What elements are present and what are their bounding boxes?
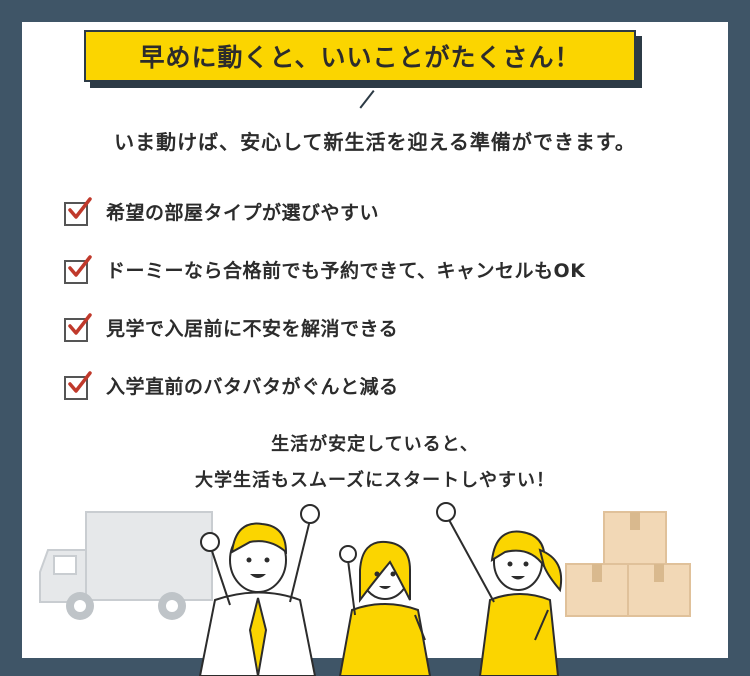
list-item: 入学直前のバタバタがぐんと減る xyxy=(64,364,589,422)
closing-line-1: 生活が安定していると、 xyxy=(271,434,479,455)
truck-icon xyxy=(39,511,213,620)
headline-banner: 早めに動くと、いいことがたくさん！ xyxy=(84,30,644,90)
boxes-icon xyxy=(565,511,691,617)
list-item-label: 希望の部屋タイプが選びやすい xyxy=(106,202,380,224)
closing-line-2: 大学生活もスムーズにスタートしやすい！ xyxy=(195,470,555,491)
checkbox-icon xyxy=(64,255,92,284)
list-item: 見学で入居前に不安を解消できる xyxy=(64,306,589,364)
student-icon xyxy=(198,504,320,676)
list-item-label: 入学直前のバタバタがぐんと減る xyxy=(106,376,399,398)
student-icon xyxy=(338,540,432,676)
banner-box: 早めに動くと、いいことがたくさん！ xyxy=(84,30,636,82)
list-item: ドーミーなら合格前でも予約できて、キャンセルもOK xyxy=(64,248,590,306)
headline-title: 早めに動くと、いいことがたくさん！ xyxy=(139,43,581,72)
checkbox-icon xyxy=(64,197,92,226)
student-icon xyxy=(436,502,562,676)
checklist: 希望の部屋タイプが選びやすい ドーミーなら合格前でも予約できて、キャンセルもOK… xyxy=(64,190,590,422)
checkbox-icon xyxy=(64,371,92,400)
intro-text: いま動けば、安心して新生活を迎える準備ができます。 xyxy=(114,130,636,154)
checkbox-icon xyxy=(64,313,92,342)
list-item-label: ドーミーなら合格前でも予約できて、キャンセルもOK xyxy=(106,260,586,282)
list-item: 希望の部屋タイプが選びやすい xyxy=(64,190,589,248)
list-item-label: 見学で入居前に不安を解消できる xyxy=(106,318,399,340)
illustration xyxy=(39,502,691,676)
